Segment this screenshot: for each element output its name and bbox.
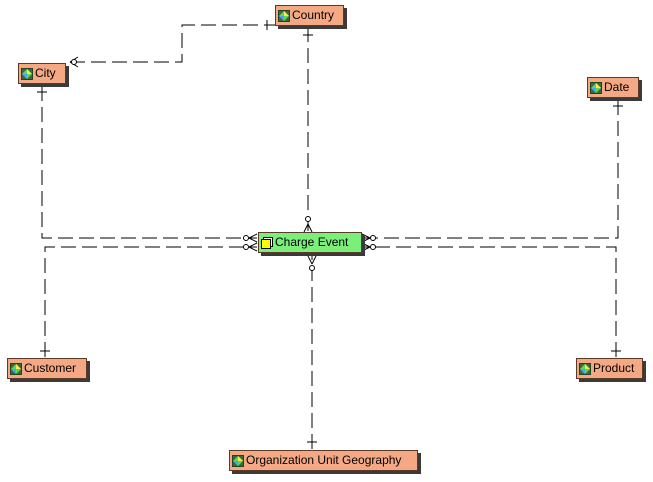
entity-label: City <box>35 66 56 80</box>
entity-city[interactable]: City <box>18 63 66 84</box>
fact-icon <box>261 236 273 249</box>
line-city-country <box>70 24 275 63</box>
crowsfoot-charge-top <box>303 216 313 233</box>
entity-customer[interactable]: Customer <box>7 358 87 379</box>
entity-label: Customer <box>24 361 77 375</box>
entity-label: Organization Unit Geography <box>246 453 402 467</box>
crowsfoot-city <box>69 56 79 68</box>
entity-country[interactable]: Country <box>275 5 344 26</box>
dimension-icon <box>232 454 244 467</box>
entity-label: Country <box>292 8 335 22</box>
line-product-charge <box>362 246 617 357</box>
entity-label: Date <box>604 80 630 94</box>
line-date-charge <box>362 100 619 239</box>
entity-label: Product <box>593 361 635 375</box>
entity-product[interactable]: Product <box>576 358 643 379</box>
dimension-icon <box>579 362 591 375</box>
entity-organization-unit-geography[interactable]: Organization Unit Geography <box>229 450 418 471</box>
dimension-icon <box>10 362 22 375</box>
entity-label: Charge Event <box>275 235 349 249</box>
crowsfoot-charge-left <box>243 233 258 252</box>
dimension-icon <box>590 81 602 94</box>
line-customer-charge <box>44 246 257 357</box>
entity-charge-event[interactable]: Charge Event <box>258 232 362 253</box>
crowsfoot-charge-right <box>361 233 376 252</box>
line-city-charge <box>41 86 257 239</box>
entity-date[interactable]: Date <box>587 77 639 98</box>
dimension-icon <box>21 67 33 80</box>
dimension-icon <box>278 9 290 22</box>
crowsfoot-charge-bottom <box>307 255 317 271</box>
